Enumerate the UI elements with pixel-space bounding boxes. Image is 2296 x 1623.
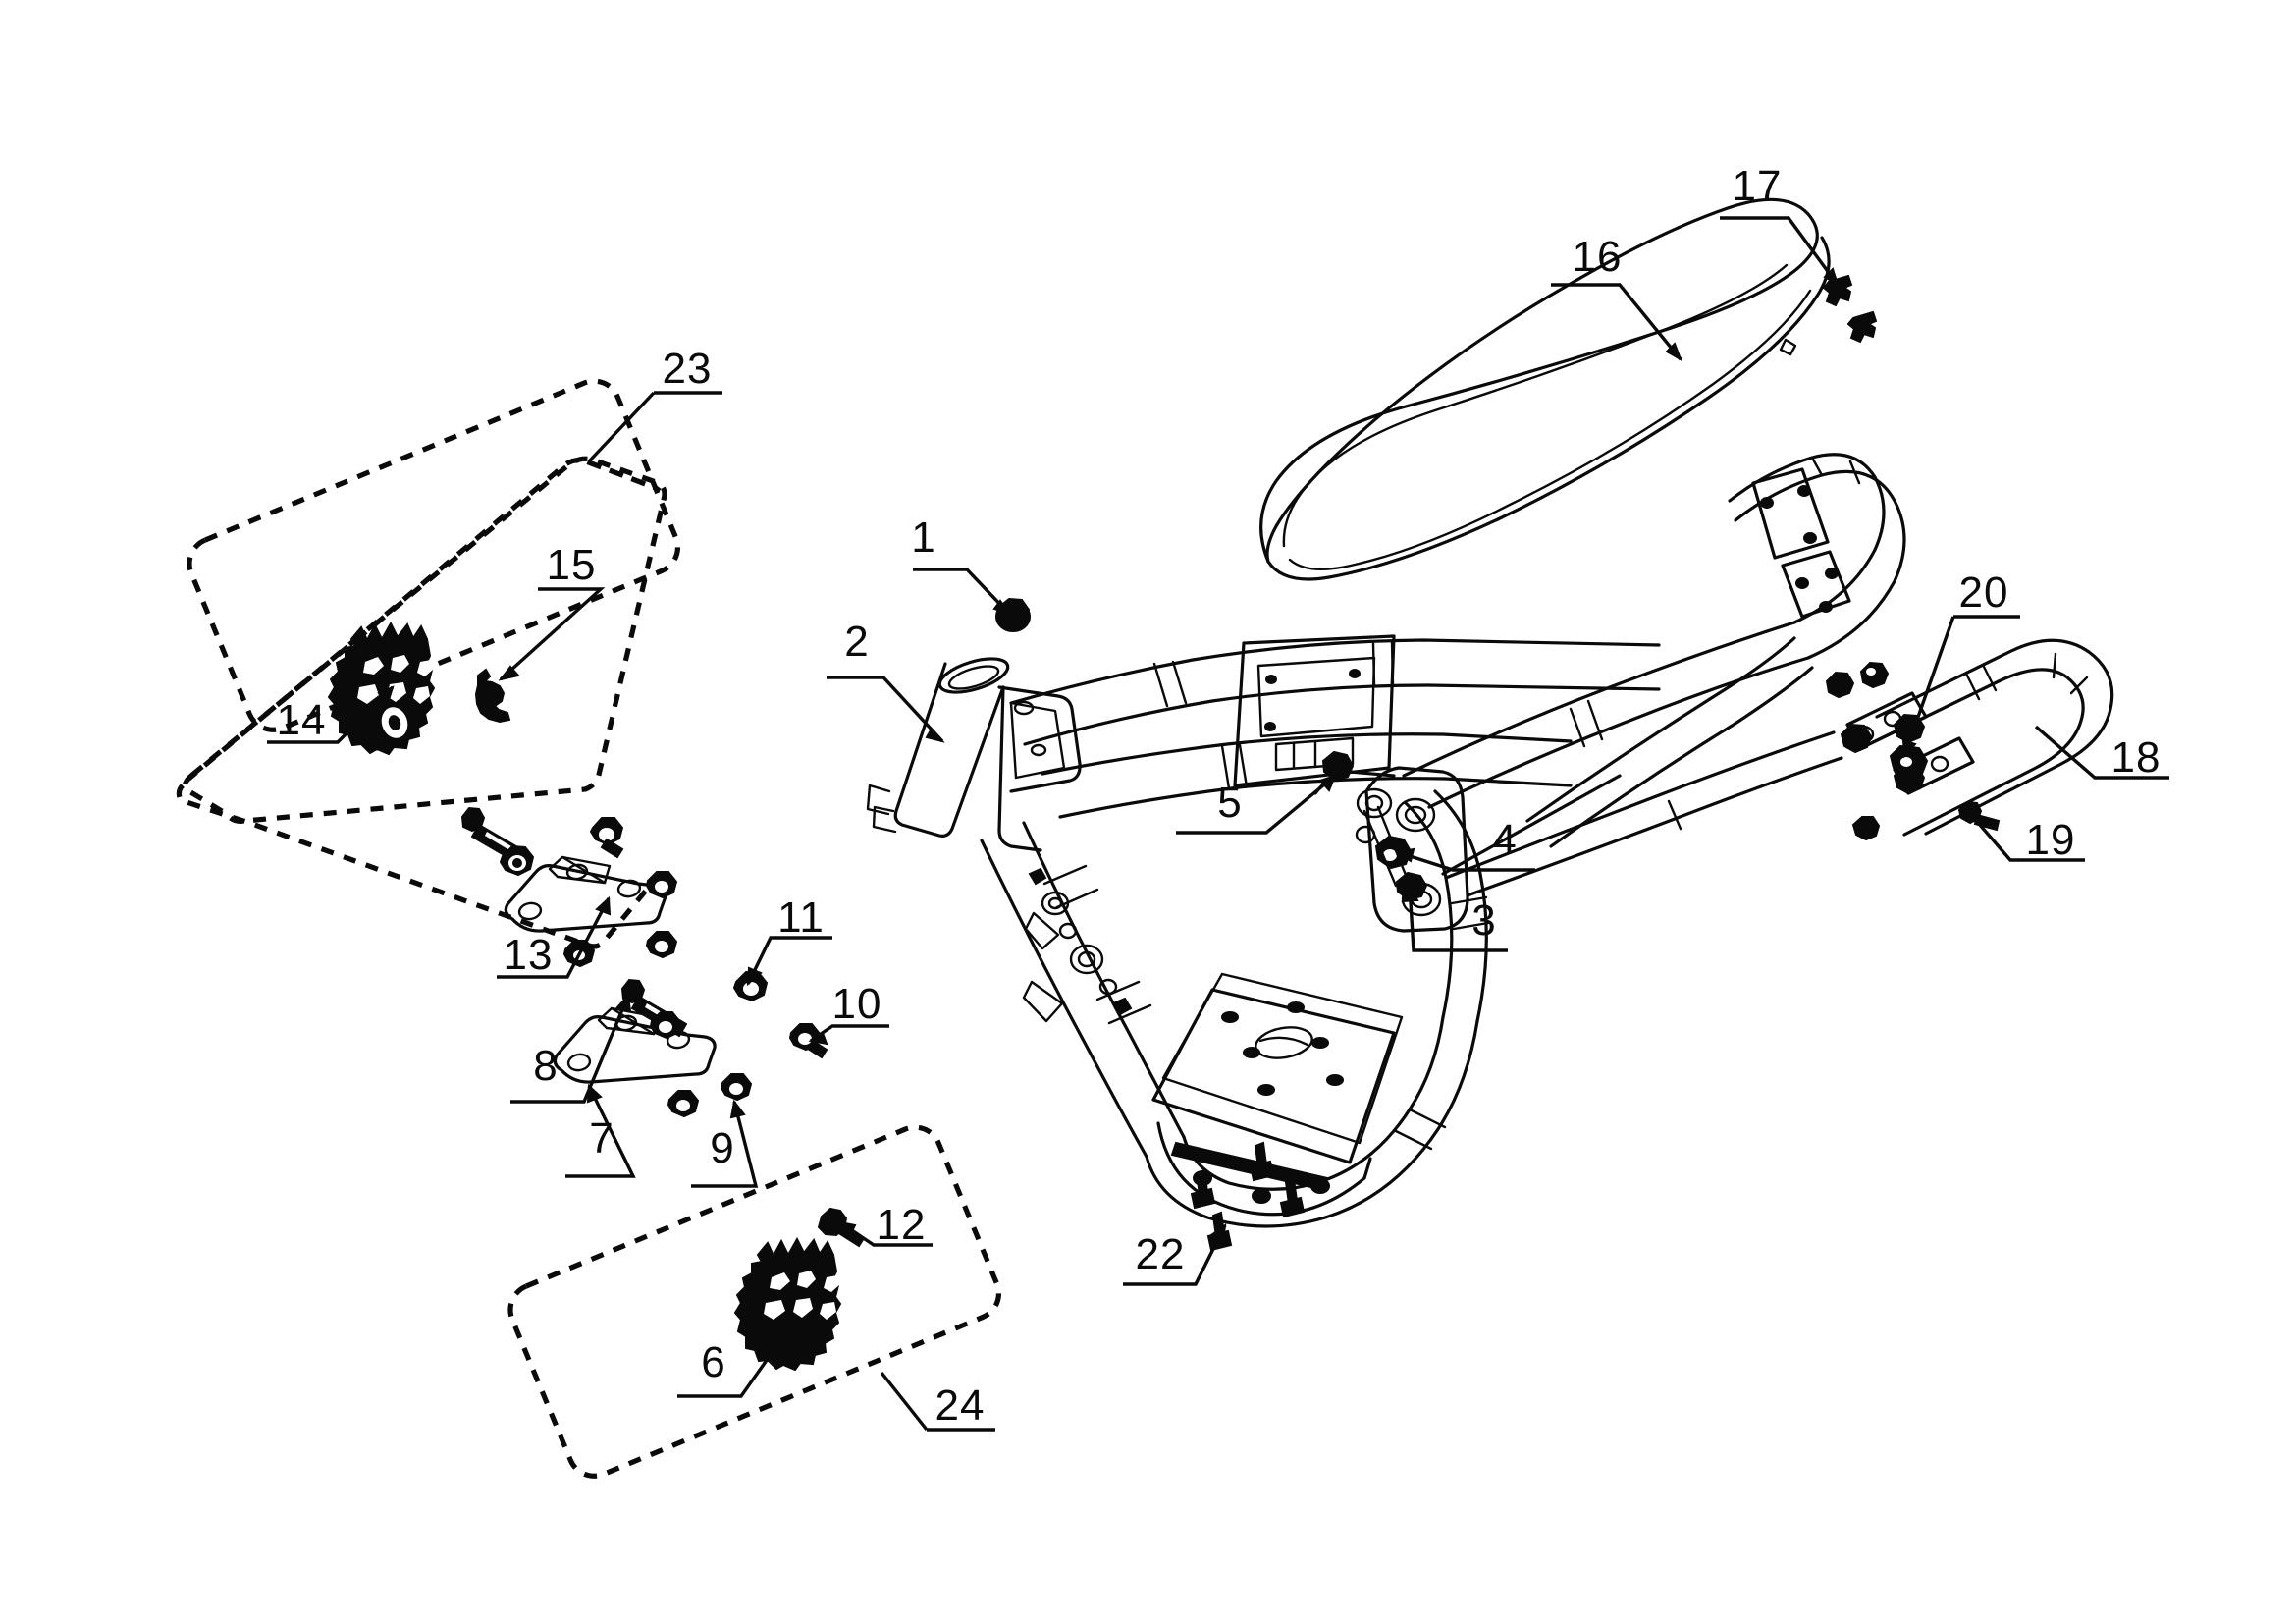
hex-nut-mid-right xyxy=(649,1011,682,1040)
grab-handle-hardware-kit xyxy=(1825,661,1929,841)
callout-label-15: 15 xyxy=(547,541,597,589)
callout-label-18: 18 xyxy=(2111,733,2162,782)
callout-11: 11 xyxy=(746,893,832,987)
hex-nut-left-c xyxy=(645,871,678,899)
callout-label-3: 3 xyxy=(1471,896,1496,945)
detail-box-23-frame xyxy=(187,378,681,732)
seat-mount-plate xyxy=(1233,634,1396,787)
down-tube xyxy=(980,821,1186,1159)
seat-mount-clip xyxy=(1822,274,1878,344)
callout-16: 16 xyxy=(1551,233,1682,362)
callout-2: 2 xyxy=(827,618,945,743)
callout-label-5: 5 xyxy=(1217,779,1242,827)
footpeg-left xyxy=(327,621,436,756)
seat-cushion xyxy=(1259,197,1831,581)
hex-nut-right-bracket-2 xyxy=(667,1090,700,1118)
callout-18: 18 xyxy=(2034,725,2169,782)
callout-14: 14 xyxy=(267,685,395,744)
hex-nut-left-d xyxy=(645,931,678,959)
callout-4: 4 xyxy=(1395,816,1535,872)
footpeg-right xyxy=(733,1236,842,1372)
callout-8: 8 xyxy=(510,993,632,1104)
hex-nut-right-bracket xyxy=(720,1073,753,1102)
callout-label-12: 12 xyxy=(877,1201,927,1249)
callout-label-1: 1 xyxy=(911,514,935,562)
bottom-cradle xyxy=(1145,972,1479,1228)
callout-1: 1 xyxy=(911,514,1012,616)
callout-label-17: 17 xyxy=(1733,162,1783,210)
callout-22: 22 xyxy=(1123,1222,1227,1286)
seat-rail xyxy=(1402,621,1843,897)
callout-label-16: 16 xyxy=(1573,233,1623,281)
callout-label-6: 6 xyxy=(701,1338,725,1386)
footpeg-pin-right xyxy=(817,1207,866,1248)
callout-label-24: 24 xyxy=(935,1381,986,1430)
callout-10: 10 xyxy=(808,980,889,1046)
callout-6: 6 xyxy=(677,1323,793,1398)
hex-bolt-short-right xyxy=(788,1023,828,1059)
callout-label-2: 2 xyxy=(844,618,869,666)
head-tube xyxy=(866,657,1010,838)
callout-label-23: 23 xyxy=(663,345,713,393)
callout-label-20: 20 xyxy=(1959,568,2009,617)
detail-box-24-frame xyxy=(507,1124,1002,1479)
callout-label-14: 14 xyxy=(277,696,327,744)
top-tube-lower xyxy=(1041,732,1573,819)
callout-label-10: 10 xyxy=(832,980,882,1028)
callout-label-11: 11 xyxy=(777,893,825,942)
callout-label-19: 19 xyxy=(2026,816,2076,864)
callout-5: 5 xyxy=(1176,774,1337,835)
callout-23: 23 xyxy=(587,345,722,463)
callout-12: 12 xyxy=(837,1201,933,1249)
callout-13: 13 xyxy=(497,895,612,979)
washer-nut-left-a xyxy=(499,844,535,877)
callout-label-4: 4 xyxy=(1492,816,1517,864)
callout-layer: 1 2 3 4 5 6 xyxy=(267,162,2169,1432)
head-gusset xyxy=(997,685,1082,852)
footpeg-pin-left xyxy=(474,668,511,724)
rear-rack-loop xyxy=(1441,453,1906,876)
callout-label-7: 7 xyxy=(589,1114,614,1163)
hex-nut-left-b xyxy=(589,817,624,859)
grab-handle-loop xyxy=(1845,638,2114,837)
main-frame-weldment xyxy=(866,453,1906,1228)
skid-plate-bolt-3 xyxy=(1279,1177,1306,1218)
callout-label-13: 13 xyxy=(504,931,554,979)
top-tube-upper xyxy=(1009,638,1661,746)
callout-19: 19 xyxy=(1971,815,2085,864)
callout-7: 7 xyxy=(565,1083,636,1178)
callout-20: 20 xyxy=(1901,568,2020,759)
callout-label-8: 8 xyxy=(533,1042,558,1090)
callout-3: 3 xyxy=(1401,884,1508,952)
footpeg-bracket-right xyxy=(553,1006,717,1084)
callout-label-9: 9 xyxy=(710,1124,734,1172)
callout-17: 17 xyxy=(1720,162,1840,288)
callout-24: 24 xyxy=(880,1371,995,1432)
callout-15: 15 xyxy=(498,541,606,681)
skid-plate-bolt-2 xyxy=(1249,1141,1275,1182)
callout-label-22: 22 xyxy=(1136,1230,1186,1278)
callout-9: 9 xyxy=(691,1099,759,1188)
skid-plate-bolt-1 xyxy=(1190,1168,1216,1210)
